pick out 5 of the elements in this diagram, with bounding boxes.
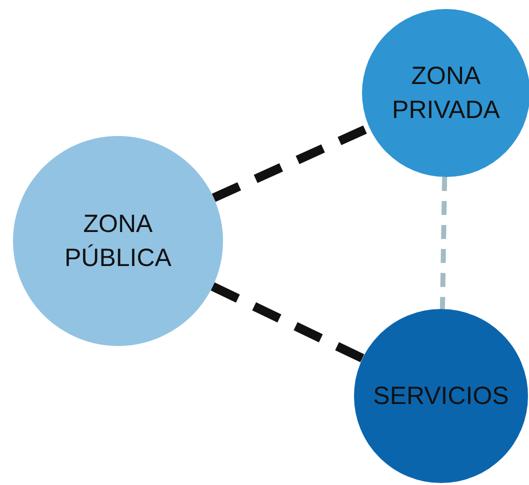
- zone-label: ZONA PRIVADA: [391, 61, 501, 126]
- connector-line: [440, 176, 448, 310]
- zone-label: SERVICIOS: [373, 381, 509, 412]
- connector-line: [210, 282, 364, 362]
- zone-label: ZONA PÚBLICA: [64, 209, 172, 274]
